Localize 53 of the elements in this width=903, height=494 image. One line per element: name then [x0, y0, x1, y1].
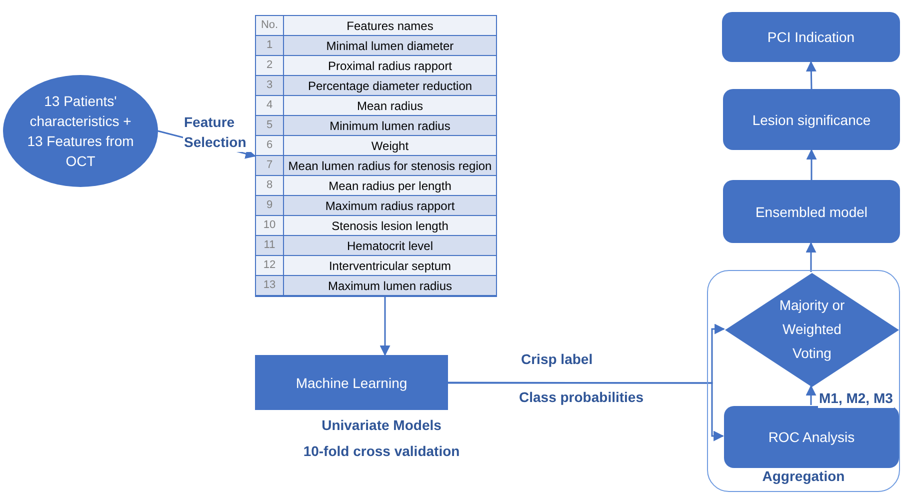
feature-name-cell: Minimal lumen diameter — [284, 36, 496, 56]
process-box — [724, 406, 899, 468]
node-text: Lesion significance — [752, 110, 871, 130]
row-number-cell: 4 — [256, 96, 284, 116]
row-number-cell: 13 — [256, 276, 284, 296]
node-text: Aggregation — [762, 467, 845, 486]
feature-name-cell: Stenosis lesion length — [284, 216, 496, 236]
row-number-cell: 11 — [256, 236, 284, 256]
row-number-cell: 3 — [256, 76, 284, 96]
feature-name-cell: Minimum lumen radius — [284, 116, 496, 136]
node-text: Majority or Weighted Voting — [779, 297, 845, 361]
feature-name-cell: Maximum lumen radius — [284, 276, 496, 296]
feature-name-cell: Percentage diameter reduction — [284, 76, 496, 96]
feature-name-cell: Mean radius per length — [284, 176, 496, 196]
row-number-cell: 5 — [256, 116, 284, 136]
arrow — [380, 297, 390, 356]
row-number-cell: 10 — [256, 216, 284, 236]
process-box — [723, 180, 900, 243]
feature-name-cell: Mean lumen radius for stenosis region — [284, 156, 496, 176]
process-box — [723, 89, 900, 150]
feature-name-cell: Weight — [284, 136, 496, 156]
node-text: Ensembled model — [755, 202, 868, 222]
feature-name-cell: Proximal radius rapport — [284, 56, 496, 76]
node-text: PCI Indication — [767, 28, 855, 47]
row-number-cell: No. — [256, 16, 284, 36]
feature-name-cell: Maximum radius rapport — [284, 196, 496, 216]
aggregation-container — [707, 270, 900, 492]
row-number-cell: 2 — [256, 56, 284, 76]
row-number-cell: 1 — [256, 36, 284, 56]
caption-text: 10-fold cross validation — [303, 442, 460, 461]
feature-name-cell: Hematocrit level — [284, 236, 496, 256]
arrow — [806, 384, 816, 405]
arrow — [448, 324, 726, 384]
feature-name-cell: Features names — [284, 16, 496, 36]
caption-text: Univariate Models — [322, 416, 442, 435]
arrow — [448, 382, 724, 442]
feature-name-cell: Mean radius — [284, 96, 496, 116]
feature-name-cell: Interventricular septum — [284, 256, 496, 276]
decision-diamond — [725, 273, 899, 387]
features-table — [255, 15, 497, 297]
row-number-cell: 9 — [256, 196, 284, 216]
row-number-cell: 12 — [256, 256, 284, 276]
row-number-cell: 6 — [256, 136, 284, 156]
arrow — [806, 148, 817, 180]
arrow — [806, 60, 816, 90]
row-number-cell: 7 — [256, 156, 284, 176]
arrow — [806, 242, 816, 272]
node-text: ROC Analysis — [768, 428, 855, 447]
process-box — [255, 355, 448, 410]
process-box — [722, 12, 900, 62]
row-number-cell: 8 — [256, 176, 284, 196]
node-text: 13 Patients' characteristics + 13 Features from OCT — [27, 92, 134, 171]
node-text: Machine Learning — [296, 374, 408, 392]
